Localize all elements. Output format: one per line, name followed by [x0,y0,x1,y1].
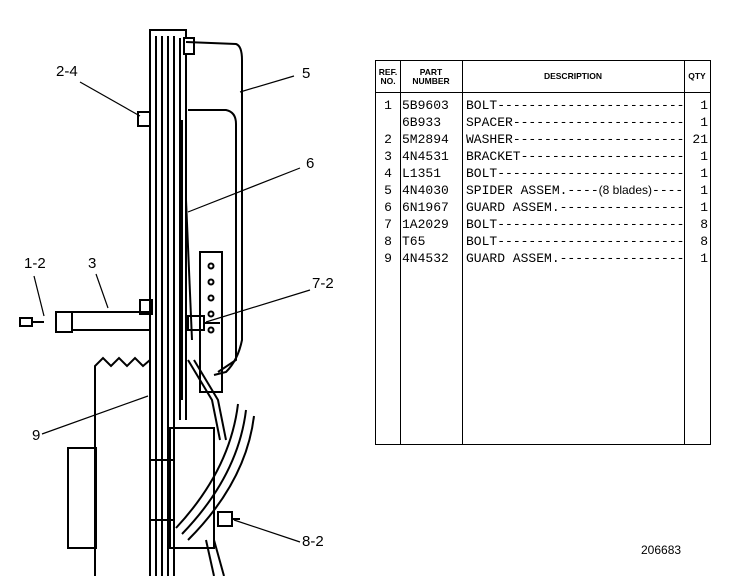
ref-cell: 8 [384,234,392,249]
header-part-number: PART NUMBER [400,61,462,93]
leader-dashes: ---------------------------------------- [559,251,684,266]
table-row: 6B933 1 SPACER----------------------------… [376,114,710,131]
description-cell: GUARD ASSEM.----------------------------… [464,250,684,267]
callout-2-4: 2-4 [56,63,78,80]
qty-cell: 8 [700,217,708,232]
part-number-cell: 5M2894 [402,132,449,147]
ref-cell: 4 [384,166,392,181]
table-row: 5 4N4030 1 SPIDER ASSEM.----(8 blades)-----… [376,182,710,199]
description-text: BRACKET [466,149,521,164]
part-number-cell: 4N4030 [402,183,449,198]
description-cell: BOLT------------------------------------… [464,216,684,233]
leader-dashes: ---------------------------------------- [559,200,684,215]
description-cell: SPACER----------------------------------… [464,114,684,131]
header-ref-no: REF. NO. [376,61,400,93]
leader-dashes: ---- [567,183,599,198]
qty-cell: 1 [700,251,708,266]
leader-dashes: ---------------------------------------- [512,132,684,147]
col-divider [400,61,401,444]
description-text: SPIDER ASSEM. [466,183,568,198]
part-number-cell: 6B933 [402,115,442,130]
description-cell: GUARD ASSEM.----------------------------… [464,199,684,216]
description-text: BOLT [466,234,498,249]
part-number-cell: L1351 [402,166,442,181]
description-note: (8 blades) [598,183,653,197]
leader-dashes: ---------------------------------------- [497,234,684,249]
description-cell: BOLT------------------------------------… [464,97,684,114]
leader-dashes: ---------------------------------------- [520,149,684,164]
description-cell: WASHER----------------------------------… [464,131,684,148]
callout-1-2: 1-2 [24,255,46,272]
leader-dashes: ---------------------------------------- [497,217,684,232]
description-text: BOLT [466,98,498,113]
table-row: 9 4N4532 1 GUARD ASSEM.--------------------… [376,250,710,267]
leader-dashes: -------------------- [652,183,684,198]
qty-cell: 1 [700,98,708,113]
description-cell: BOLT------------------------------------… [464,165,684,182]
qty-cell: 1 [700,200,708,215]
callout-7-2: 7-2 [312,275,334,292]
leader-dashes: ---------------------------------------- [497,166,684,181]
table-row: 4 L1351 1 BOLT-----------------------------… [376,165,710,182]
col-divider [462,61,463,444]
leader-dashes: ---------------------------------------- [497,98,684,113]
header-qty: QTY [684,61,710,93]
table-row: 3 4N4531 1 BRACKET-------------------------… [376,148,710,165]
description-text: BOLT [466,217,498,232]
ref-cell: 5 [384,183,392,198]
description-text: WASHER [466,132,513,147]
table-row: 1 5B9603 1 BOLT----------------------------… [376,97,710,114]
part-number-cell: 1A2029 [402,217,449,232]
description-cell: BRACKET---------------------------------… [464,148,684,165]
qty-cell: 8 [700,234,708,249]
qty-cell: 1 [700,166,708,181]
ref-cell: 6 [384,200,392,215]
description-text: GUARD ASSEM. [466,251,560,266]
callout-6: 6 [306,155,315,172]
leader-dashes: ---------------------------------------- [512,115,684,130]
ref-cell: 9 [384,251,392,266]
drawing-number: 206683 [641,543,682,557]
ref-cell: 7 [384,217,392,232]
description-text: GUARD ASSEM. [466,200,560,215]
ref-cell: 2 [384,132,392,147]
col-divider [684,61,685,444]
qty-cell: 1 [700,115,708,130]
table-row: 2 5M2894 21 WASHER-------------------------… [376,131,710,148]
parts-illustration [19,29,311,576]
description-text: BOLT [466,166,498,181]
qty-cell: 1 [700,149,708,164]
callout-3: 3 [88,255,97,272]
callout-8-2: 8-2 [302,533,324,550]
part-number-cell: 5B9603 [402,98,449,113]
ref-cell: 1 [384,98,392,113]
table-row: 7 1A2029 8 BOLT----------------------------… [376,216,710,233]
part-number-cell: 6N1967 [402,200,449,215]
header-description: DESCRIPTION [462,61,684,93]
table-row: 8 T65 8 BOLT-------------------------------… [376,233,710,250]
part-number-cell: T65 [402,234,426,249]
qty-cell: 1 [700,183,708,198]
qty-cell: 21 [692,132,708,147]
description-cell: BOLT------------------------------------… [464,233,684,250]
description-cell: SPIDER ASSEM.----(8 blades)-------------… [464,182,684,199]
part-number-cell: 4N4532 [402,251,449,266]
part-number-cell: 4N4531 [402,149,449,164]
callout-5: 5 [302,65,311,82]
description-text: SPACER [466,115,513,130]
ref-cell: 3 [384,149,392,164]
callout-9: 9 [32,427,41,444]
table-row: 6 6N1967 1 GUARD ASSEM.--------------------… [376,199,710,216]
